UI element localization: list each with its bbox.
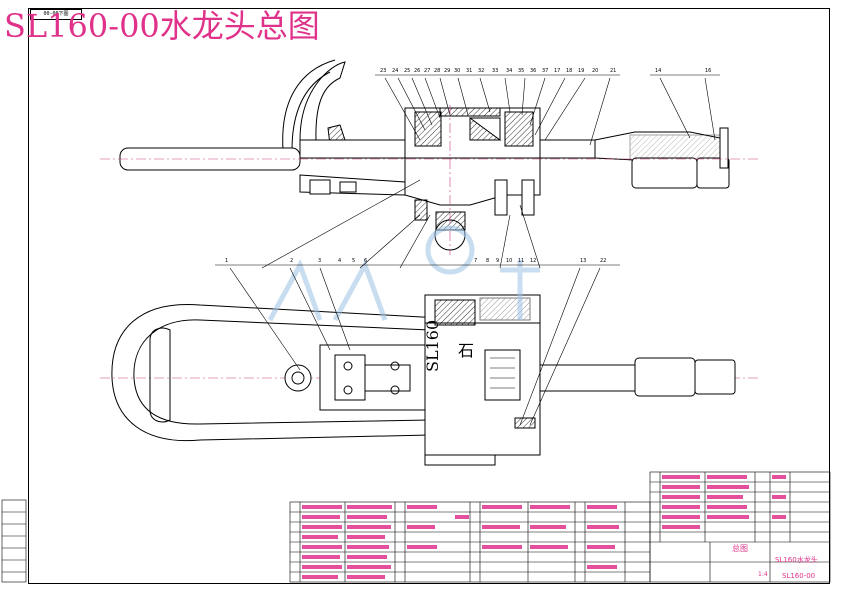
callout-number: 35: [518, 68, 525, 74]
callout-number: 33: [492, 68, 499, 74]
callout-number: 17: [554, 68, 561, 74]
callout-number: 18: [566, 68, 573, 74]
callout-number: 37: [542, 68, 549, 74]
callout-number: 28: [434, 68, 441, 74]
callout-number: 21: [610, 68, 617, 74]
sheet-scale: 1:4: [758, 571, 768, 578]
product-name: SL160水龙头: [775, 556, 818, 564]
callout-number: 31: [466, 68, 473, 74]
callout-number: 12: [530, 258, 537, 264]
drawing-title: SL160-00水龙头总图: [4, 7, 320, 45]
body-label-maker: 石: [458, 341, 475, 360]
callout-number: 16: [705, 68, 712, 74]
drawing-number: SL160-00: [782, 572, 816, 580]
callout-number: 8: [486, 258, 490, 264]
callout-number: 22: [600, 258, 607, 264]
callout-number: 23: [380, 68, 387, 74]
callout-number: 36: [530, 68, 537, 74]
frame-code: 00-00下图: [30, 9, 82, 20]
body-label-model: SL160: [423, 319, 442, 372]
callout-number: 4: [338, 258, 342, 264]
callout-number: 34: [506, 68, 513, 74]
callout-number: 29: [444, 68, 451, 74]
callout-number: 10: [506, 258, 513, 264]
part-name: 总图: [732, 544, 748, 553]
callout-number: 6: [364, 258, 368, 264]
callout-number: 25: [404, 68, 411, 74]
callout-number: 1: [225, 258, 229, 264]
callout-number: 14: [655, 68, 662, 74]
callout-number: 13: [580, 258, 587, 264]
callout-number: 11: [518, 258, 525, 264]
callout-number: 9: [496, 258, 500, 264]
callout-number: 19: [578, 68, 585, 74]
callout-number: 27: [424, 68, 431, 74]
callout-number: 32: [478, 68, 485, 74]
callout-number: 5: [352, 258, 356, 264]
callout-number: 30: [454, 68, 461, 74]
callout-number: 24: [392, 68, 399, 74]
drawing-frame: [28, 8, 830, 584]
callout-number: 20: [592, 68, 599, 74]
callout-number: 26: [414, 68, 421, 74]
parts-list-entries: [302, 475, 786, 579]
upper-section-view: [119, 59, 730, 251]
callout-number: 2: [290, 258, 294, 264]
callout-number: 3: [318, 258, 322, 264]
leader-lines: [229, 77, 716, 426]
callout-number: 7: [474, 258, 478, 264]
parts-list-table: [289, 471, 831, 583]
side-revision-block: [1, 499, 27, 583]
